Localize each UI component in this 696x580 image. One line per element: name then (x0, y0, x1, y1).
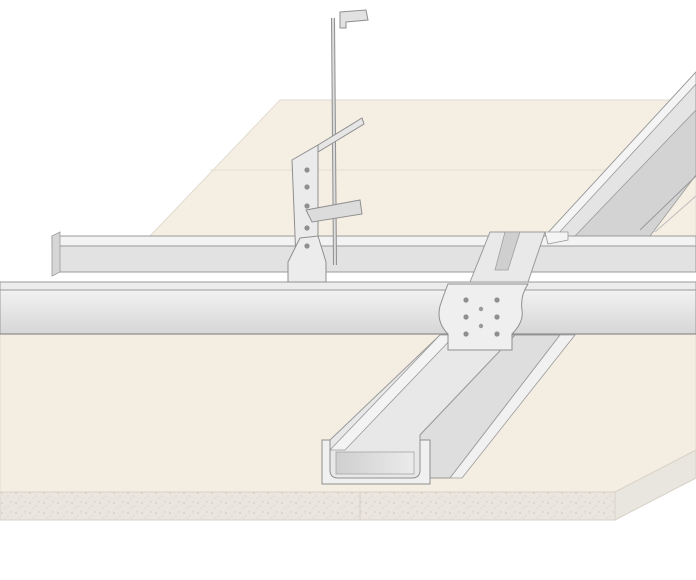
primary-channel (0, 231, 696, 335)
suspension-clip (287, 117, 365, 283)
channel-connector (438, 231, 569, 351)
